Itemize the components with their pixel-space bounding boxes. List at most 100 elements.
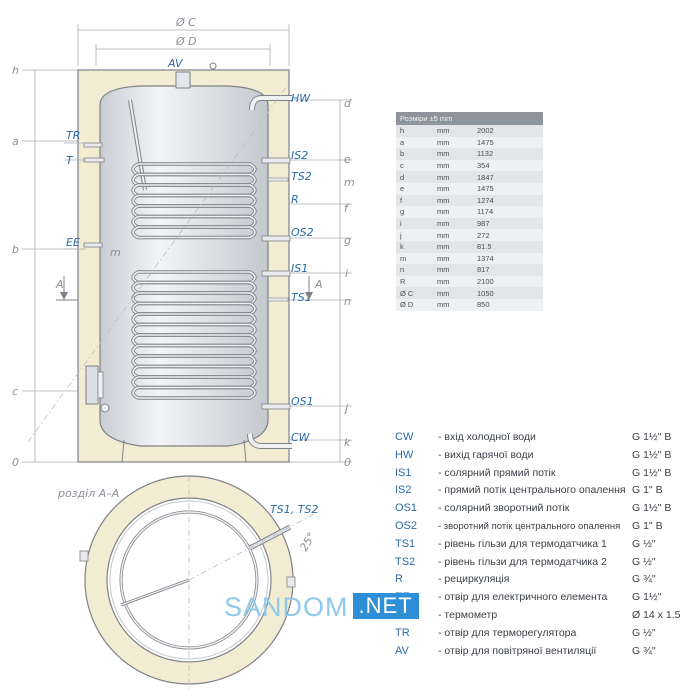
dimension-letter-0-right: 0 [344, 456, 351, 469]
dimension-letter-g: g [344, 234, 351, 247]
dimension-label-dia-d: Ø D [175, 35, 197, 48]
dimensions-cell-value: 1132 [473, 148, 543, 160]
dimensions-cell-unit: mm [433, 240, 473, 253]
connection-label-os2: OS2 [291, 226, 314, 239]
legend-code: OS1 [395, 502, 418, 515]
legend-code: AV [395, 644, 409, 657]
legend-desc: - солярний прямий потік [438, 466, 556, 479]
watermark-text: SANDOM [224, 592, 349, 622]
dimensions-cell-unit: mm [433, 275, 473, 288]
legend-desc: - рівень гільзи для термодатчика 1 [438, 537, 607, 550]
dimension-letter-0-left: 0 [12, 456, 19, 469]
connection-label-hw: HW [291, 92, 311, 105]
dimensions-cell-value: 1050 [473, 287, 543, 299]
legend-code: IS2 [395, 484, 412, 497]
section-angle-label: 25° [297, 530, 318, 553]
connection-label-is1: IS1 [291, 262, 308, 275]
dimensions-cell-unit: mm [433, 171, 473, 183]
dimension-letter-k: k [344, 436, 351, 449]
section-arrow-right: A [305, 276, 323, 300]
dimension-letter-b: b [12, 243, 19, 256]
dimensions-cell-value: 817 [473, 264, 543, 276]
dimensions-cell-name: f [396, 194, 433, 207]
air-vent-fitting [175, 71, 191, 89]
connection-label-tr: TR [66, 129, 80, 142]
coil-turn [132, 386, 256, 399]
legend-desc: - вихід гарячої води [438, 448, 534, 461]
dimensions-cell-name: h [396, 125, 433, 137]
legend-desc: - прямий потік центрального опалення [438, 484, 626, 497]
watermark-suffix: .NET [352, 593, 419, 619]
legend-size: G ¾" [632, 644, 656, 657]
dimensions-cell-name: n [396, 264, 433, 276]
dimensions-table-header: Розміри ±5 mm [396, 112, 543, 125]
connection-label-cw: CW [291, 431, 311, 444]
dimensions-cell-unit: mm [433, 125, 473, 137]
dimensions-cell-name: Ø D [396, 298, 433, 311]
legend-code: TS1 [395, 537, 416, 550]
dimensions-cell-value: 81.5 [473, 240, 543, 253]
dimensions-cell-unit: mm [433, 182, 473, 195]
legend-code: IS1 [395, 466, 412, 479]
dimension-letter-h: h [12, 64, 19, 77]
dimensions-cell-name: e [396, 182, 433, 195]
legend-size: G ½" [632, 537, 656, 550]
dimensions-cell-name: j [396, 229, 433, 241]
dimension-label-dia-c: Ø C [175, 16, 196, 29]
electric-element-flange [85, 365, 99, 405]
dimensions-cell-value: 1475 [473, 182, 543, 195]
dimensions-cell-unit: mm [433, 148, 473, 160]
dimensions-cell-unit: mm [433, 252, 473, 265]
dimensions-cell-name: b [396, 148, 433, 160]
legend-code: TS2 [395, 555, 416, 568]
legend-size: G 1½" B [632, 502, 672, 515]
legend-size: G 1" B [632, 519, 663, 532]
steel-tank [99, 85, 269, 447]
dimensions-cell-value: 354 [473, 159, 543, 172]
dimensions-cell-unit: mm [433, 206, 473, 218]
legend-desc: - рециркуляція [438, 573, 510, 586]
dimensions-cell-unit: mm [433, 229, 473, 241]
dimension-letter-c: c [12, 385, 18, 398]
legend-size: Ø 14 x 1.5 [632, 608, 681, 621]
dimensions-cell-name: g [396, 206, 433, 218]
connection-label-is2: IS2 [291, 149, 308, 162]
legend-size: G 1½" B [632, 431, 672, 443]
legend-code: CW [395, 431, 414, 443]
connection-label-t: T [66, 154, 74, 167]
legend-size: G ½" [632, 626, 656, 639]
legend-code: HW [395, 448, 414, 461]
dimensions-cell-unit: mm [433, 194, 473, 207]
legend-desc: - термометр [438, 608, 498, 621]
dimension-letter-e: e [344, 153, 351, 166]
dimensions-cell-name: k [396, 240, 433, 253]
dimensions-cell-name: i [396, 217, 433, 230]
dimensions-cell-value: 272 [473, 229, 543, 241]
section-caption: розділ A–A [57, 487, 119, 500]
dimensions-cell-value: 2002 [473, 125, 543, 137]
dimension-letter-f: f [344, 202, 350, 215]
dimensions-cell-name: Ø C [396, 287, 433, 299]
